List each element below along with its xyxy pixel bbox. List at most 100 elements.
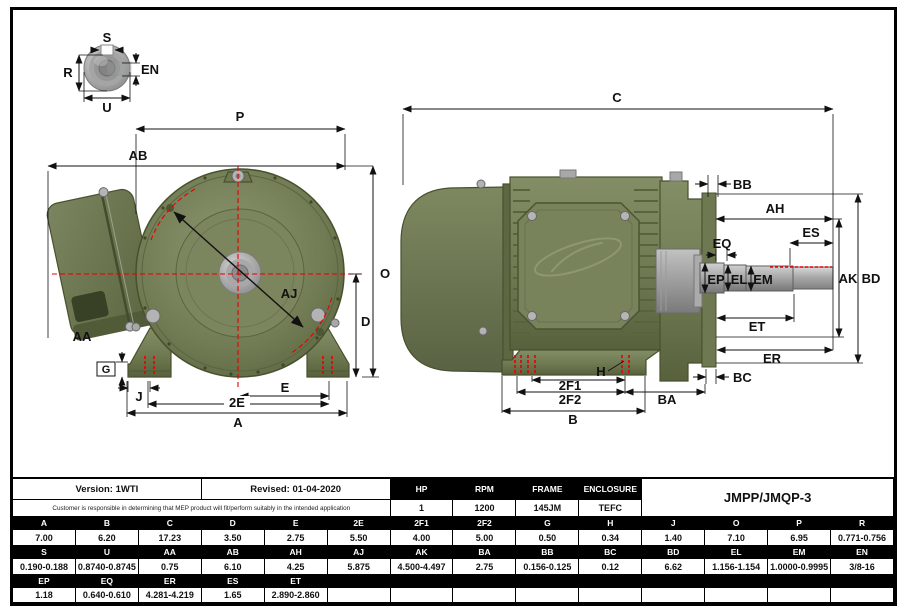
dim-header-cell: EQ (75, 575, 139, 588)
dim-header-cell: BB (516, 546, 580, 559)
dim-label-ES: ES (802, 225, 820, 240)
dim-header-cell: AH (264, 546, 328, 559)
dim-label-E: E (281, 380, 290, 395)
shaft-end-detail-view: S R EN U (63, 30, 159, 115)
dim-value-cell (642, 588, 706, 603)
dim-value-cell: 4.00 (390, 530, 454, 546)
dim-value-cell (453, 588, 517, 603)
side-nub (131, 322, 141, 332)
spec-table: Version: 1WTI Revised: 01-04-2020 HP RPM… (13, 477, 894, 603)
dim-header-cell: S (13, 546, 76, 559)
dim-BC: BC (693, 369, 752, 385)
dim-header-cell: ES (201, 575, 265, 588)
dim-AJ: AJ (173, 211, 304, 328)
cover-screw (476, 179, 486, 189)
dim-value-cell: 0.156-0.125 (516, 559, 580, 575)
bearing-collar (655, 248, 701, 314)
dim-H: H (596, 360, 625, 379)
dim-value-cell: 6.10 (201, 559, 265, 575)
dim-C: C (402, 90, 834, 350)
dim-value-cell: 2.890-2.860 (264, 588, 328, 603)
side-nub (330, 318, 340, 328)
perf-header-rpm: RPM (453, 479, 517, 500)
rim-bolt-dots (143, 176, 340, 376)
dim-header-cell: D (201, 517, 265, 530)
dim-header-cell: A (13, 517, 76, 530)
dim-header-cell: U (75, 546, 139, 559)
dim-header-cell: 2F1 (390, 517, 454, 530)
dim-header-cell: AB (201, 546, 265, 559)
dim-header-cell: H (579, 517, 643, 530)
dim-AK: AK (716, 218, 858, 338)
dim-J: J (118, 381, 160, 404)
dim-label-H: H (596, 364, 605, 379)
dim-header-cell: J (642, 517, 706, 530)
dim-header-cell (579, 575, 643, 588)
dim-label-G: G (102, 364, 111, 376)
dim-value-cell (768, 588, 832, 603)
dim-header-cell: R (831, 517, 894, 530)
dim-2F1: 2F1 (531, 376, 626, 393)
dim-header-cell: B (75, 517, 139, 530)
dim-O: O (362, 165, 390, 378)
dim-D: D (349, 273, 370, 378)
dim-label-EL: EL (731, 272, 748, 287)
face-bolt-hole (316, 328, 324, 336)
dim-header-cell: EL (705, 546, 769, 559)
dim-header-cell: AJ (327, 546, 391, 559)
cover-plate-screws (527, 211, 630, 321)
dim-ET: ET (716, 294, 795, 334)
dim-B: B (501, 407, 646, 427)
terminal-cover-plate (517, 202, 640, 330)
conduit-box (46, 187, 158, 341)
dim-label-ET: ET (749, 319, 766, 334)
cover-screw (478, 326, 488, 336)
dim-header-cell: EN (831, 546, 894, 559)
dim-value-cell (579, 588, 643, 603)
shaft-end-core (98, 59, 116, 77)
perf-header-frame: FRAME (516, 479, 580, 500)
side-bolt (310, 307, 326, 323)
dim-value-cell: 5.875 (327, 559, 391, 575)
dim-header-cell: 2F2 (453, 517, 517, 530)
dim-ES: ES (789, 225, 834, 265)
shaft-end-section (792, 266, 834, 290)
dim-value-cell: 5.50 (327, 530, 391, 546)
dim-value-cell: 4.281-4.219 (138, 588, 202, 603)
dim-R: R (63, 54, 107, 92)
dim-U: U (83, 72, 131, 115)
dim-2F2: 2F2 (516, 388, 626, 407)
dim-label-EP: EP (707, 272, 725, 287)
dim-value-cell (831, 588, 894, 603)
dim-value-cell: 1.18 (13, 588, 76, 603)
dim-label-ER: ER (763, 351, 782, 366)
dim-header-cell (390, 575, 454, 588)
model-name-cell: JMPP/JMQP-3 (642, 479, 894, 517)
dim-header-cell: P (768, 517, 832, 530)
dim-header-cell: EM (768, 546, 832, 559)
dim-label-BA: BA (658, 392, 677, 407)
dim-header-cell (516, 575, 580, 588)
brand-logo-swoosh (534, 237, 622, 277)
dim-A: A (126, 381, 348, 430)
disclaimer-cell: Customer is responsible in determining t… (13, 500, 391, 517)
dim-header-cell (642, 575, 706, 588)
dim-value-cell: 2.75 (264, 530, 328, 546)
dim-value-cell: 0.8740-0.8745 (75, 559, 139, 575)
dim-value-cell: 3.50 (201, 530, 265, 546)
dim-header-cell (327, 575, 391, 588)
dim-BB: BB (695, 175, 752, 197)
dim-label-R: R (63, 65, 73, 80)
dim-value-cell: 1.40 (642, 530, 706, 546)
key-profile (106, 61, 132, 76)
dim-label-2F2: 2F2 (559, 392, 581, 407)
dim-value-cell: 7.00 (13, 530, 76, 546)
dim-EQ: EQ (706, 236, 737, 261)
dim-header-cell: BA (453, 546, 517, 559)
dim-value-cell: 5.00 (453, 530, 517, 546)
dim-header-cell (831, 575, 894, 588)
dim-value-cell: 3/8-16 (831, 559, 894, 575)
dim-label-EN: EN (141, 62, 159, 77)
dim-value-cell (390, 588, 454, 603)
